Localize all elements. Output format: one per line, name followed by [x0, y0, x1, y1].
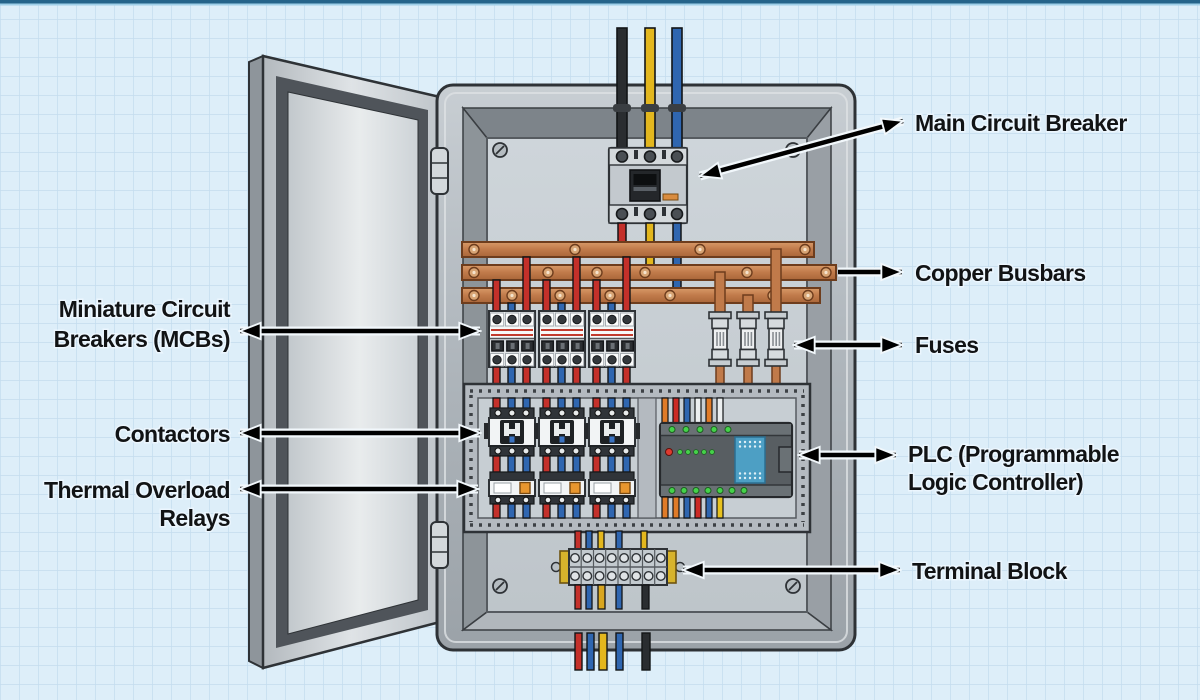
- mcb-output-wires: [492, 366, 631, 386]
- enclosure-door: [248, 54, 442, 670]
- mcb-group-3: [588, 310, 636, 368]
- exit-wire-yellow: [598, 632, 608, 671]
- label-mcb-line1: Miniature Circuit: [59, 296, 231, 322]
- exit-wire-red: [574, 632, 583, 671]
- mcb-groups: [488, 310, 636, 368]
- terminal-block: [550, 548, 686, 586]
- terminal-block-input-wires: [574, 530, 648, 550]
- fuses: [708, 311, 788, 367]
- label-main-circuit-breaker: Main Circuit Breaker: [915, 110, 1127, 136]
- contactor-input-wires: [492, 397, 631, 411]
- thermal-relay-2: [538, 471, 586, 505]
- arrow-main-breaker: [700, 121, 903, 176]
- exit-wire-blue: [586, 632, 595, 671]
- plc-output-wires: [661, 496, 724, 519]
- contactor-to-relay-wires: [492, 455, 631, 473]
- label-terminal-block: Terminal Block: [912, 558, 1068, 584]
- label-thermal-line1: Thermal Overload: [44, 477, 230, 503]
- plc: [658, 397, 794, 519]
- outgoing-wires: [574, 584, 651, 671]
- busbar-1: [461, 241, 815, 258]
- plc-power-led: [665, 448, 673, 456]
- fuse-1: [708, 311, 732, 367]
- thermal-relay-1: [488, 471, 536, 505]
- label-mcb-line2: Breakers (MCBs): [54, 326, 230, 352]
- panel-screw: [492, 142, 508, 158]
- copper-busbars: [461, 241, 837, 304]
- terminal-rail-left: [559, 550, 570, 584]
- terminal-rail-right: [666, 550, 677, 584]
- label-contactors: Contactors: [115, 421, 230, 447]
- panel-screw: [785, 578, 801, 594]
- contactors: [483, 407, 641, 457]
- wire-yellow: [644, 27, 656, 153]
- exit-wire-blue-2: [615, 632, 624, 671]
- breaker-rating-label: [662, 193, 679, 201]
- mcb-group-2: [538, 310, 586, 368]
- label-thermal-line2: Relays: [159, 505, 230, 531]
- exit-wire-black: [641, 632, 651, 671]
- label-plc-line2: Logic Controller): [908, 469, 1083, 495]
- relay-output-wires: [492, 503, 631, 519]
- fuse-2: [736, 311, 760, 367]
- label-plc-line1: PLC (Programmable: [908, 441, 1119, 467]
- door-hinges: [430, 147, 449, 569]
- busbar-3: [461, 287, 821, 304]
- wire-black: [616, 27, 628, 153]
- thermal-relay-3: [588, 471, 636, 505]
- fuse-3: [764, 311, 788, 367]
- callout-arrows: [240, 116, 903, 570]
- label-copper-busbars: Copper Busbars: [915, 260, 1086, 286]
- thermal-overload-relays: [488, 471, 636, 505]
- main-circuit-breaker: [607, 146, 689, 225]
- contactor-1: [483, 407, 541, 457]
- incoming-supply-wires: [613, 27, 686, 153]
- top-border-line: [0, 0, 1200, 4]
- plc-connector-panel: [734, 436, 766, 484]
- mcb-group-1: [488, 310, 536, 368]
- panel-screw: [492, 578, 508, 594]
- callout-labels: Main Circuit Breaker Copper Busbars Fuse…: [43, 109, 1130, 586]
- contactor-3: [583, 407, 641, 457]
- contactor-2: [533, 407, 591, 457]
- label-fuses: Fuses: [915, 332, 978, 358]
- wire-blue: [671, 27, 683, 153]
